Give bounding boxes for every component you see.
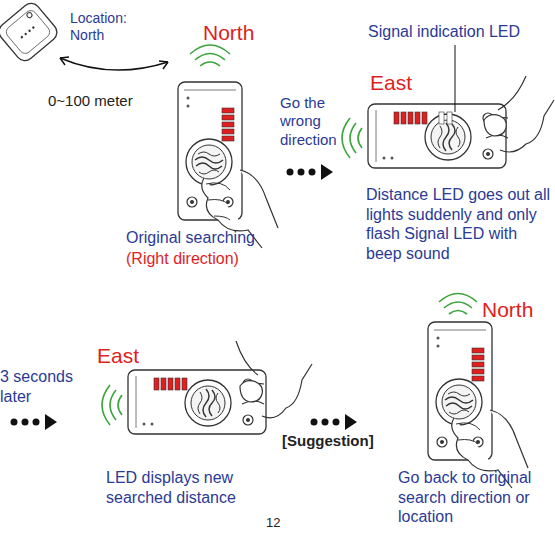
step-note: Go the wrong direction [280, 94, 352, 149]
step-caption: Distance LED goes out all lights suddenl… [366, 185, 555, 263]
direction-label: East [370, 70, 440, 96]
step-caption: (Right direction) [126, 249, 296, 269]
direction-label: North [482, 297, 552, 323]
distance-label: 0~100 meter [48, 92, 168, 110]
step-caption: LED displays new searched distance [106, 468, 276, 507]
step-caption: Original searching [126, 228, 296, 248]
step-note: 3 seconds later [0, 367, 82, 406]
page-number: 12 [266, 515, 296, 531]
callout-label: Signal indication LED [368, 22, 555, 42]
step-note: [Suggestion] [282, 432, 392, 450]
step-caption: Go back to original search direction or … [398, 468, 555, 527]
location-note: Location: North [70, 10, 140, 44]
direction-label: East [97, 343, 167, 369]
direction-label: North [203, 20, 283, 46]
